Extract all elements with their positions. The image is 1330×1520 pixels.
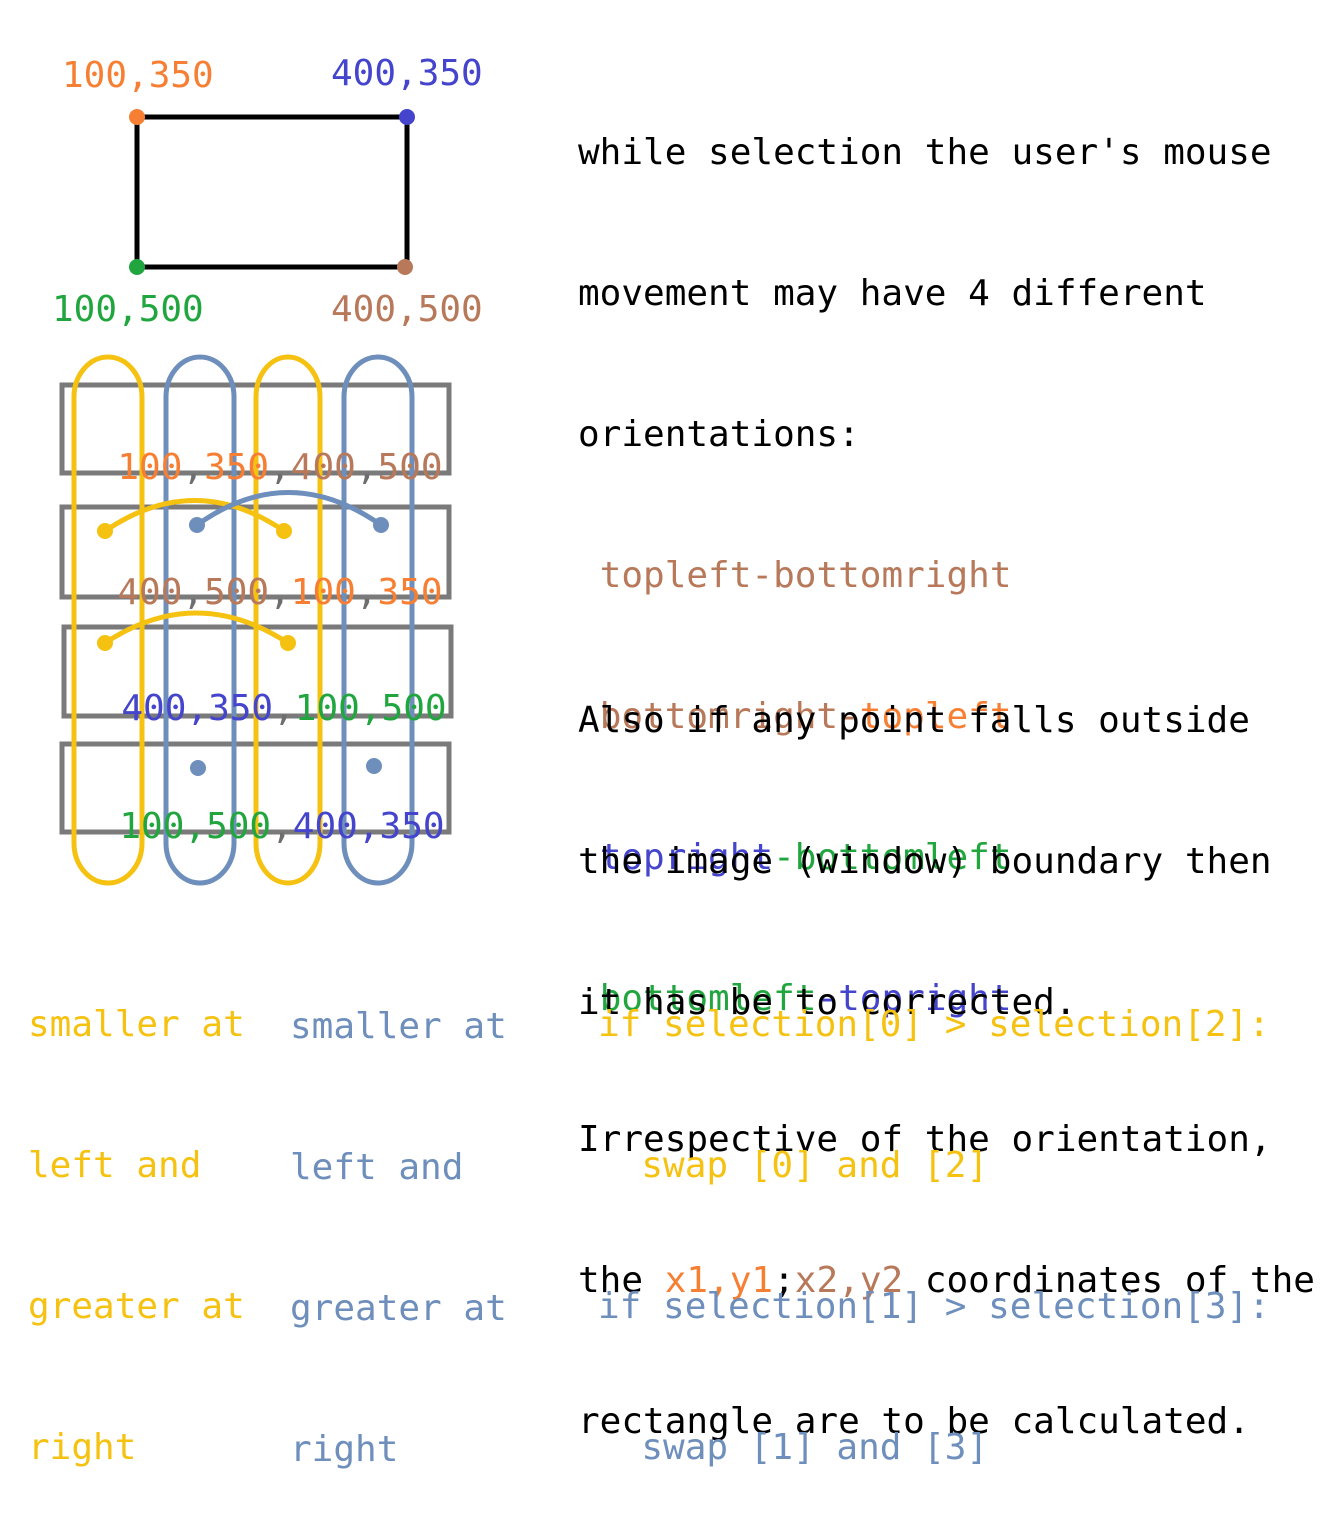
description-boundary: Also if any point falls outside the imag…	[578, 603, 1272, 1073]
coord-row-3: 400,350,100,500	[78, 655, 447, 729]
swap-dot-x2-row2	[276, 523, 292, 539]
note-line: left and	[28, 1145, 202, 1186]
comma: ,	[184, 806, 207, 847]
orientation-end: bottomleft	[794, 837, 1012, 878]
description-line: it has be to corrected.	[578, 982, 1077, 1023]
coord-y2: 500	[381, 688, 447, 729]
column-capsule-x2	[253, 354, 323, 886]
orientation-topleft-bottomright: topleft-bottomright	[578, 552, 1315, 599]
coord-x2: 400	[290, 447, 356, 488]
orientation-end: topleft	[859, 696, 1012, 737]
comma: ,	[182, 572, 205, 613]
coord-x1: 100	[119, 806, 185, 847]
column-capsule-x1	[71, 354, 145, 886]
selection-rectangle	[134, 114, 410, 270]
coord-y2: 350	[377, 572, 443, 613]
code-line: swap [0] and [2]	[598, 1145, 989, 1186]
note-line: left and	[290, 1147, 464, 1188]
note-steel: smaller at left and greater at right	[290, 909, 507, 1520]
note-line: greater at	[290, 1288, 507, 1329]
corner-label-top-left: 100,350	[62, 55, 214, 96]
diagram-canvas	[59, 109, 454, 886]
coord-x1: 400	[117, 572, 183, 613]
coord-y1: 350	[208, 688, 274, 729]
note-line: smaller at	[28, 1004, 245, 1045]
coord-row-1: 100,350,400,500	[74, 414, 443, 488]
swap-dot-x1-row3	[97, 635, 113, 651]
coord-x2: 100	[290, 572, 356, 613]
note-line: right	[28, 1427, 137, 1468]
orientation-start: topleft	[599, 555, 752, 596]
comma: ,	[273, 688, 295, 729]
orientation-sep: -	[816, 978, 839, 1019]
code-line: if selection[0] > selection[2]:	[598, 1004, 1270, 1045]
orientation-end: topright	[838, 978, 1012, 1019]
description-line: movement may have 4 different	[578, 273, 1207, 314]
column-capsule-y2	[341, 354, 415, 886]
swap-dot-x2-row3	[280, 635, 296, 651]
corner-label-bottom-right: 400,500	[331, 289, 483, 330]
corner-dot-bottom-left	[129, 259, 145, 275]
coord-y1: 500	[204, 572, 270, 613]
orientation-bottomleft-topright: bottomleft-topright	[578, 975, 1315, 1022]
comma: ,	[186, 688, 209, 729]
note-line: right	[290, 1429, 399, 1470]
comma: ,	[182, 447, 205, 488]
coord-y1: 350	[204, 447, 270, 488]
corner-dot-top-left	[129, 109, 145, 125]
description-line: orientations:	[578, 414, 860, 455]
swap-dot-y2-row2	[373, 517, 389, 533]
comma: ,	[355, 447, 378, 488]
description-line: Irrespective of the orientation,	[578, 1119, 1272, 1160]
corner-label-bottom-left: 100,500	[52, 289, 204, 330]
orientation-start: bottomright	[599, 696, 839, 737]
orientation-bottomright-topleft: bottomright-topleft	[578, 693, 1315, 740]
comma: ,	[355, 572, 378, 613]
description-line: Also if any point falls outside	[578, 700, 1250, 741]
note-yellow: smaller at left and greater at right	[28, 907, 245, 1518]
corner-dot-top-right	[399, 109, 415, 125]
no-swap-dot-y2-row4	[366, 758, 382, 774]
orientation-sep: -	[773, 837, 795, 878]
code-line: swap [1] and [3]	[598, 1427, 989, 1468]
coord-y2: 350	[379, 806, 445, 847]
orientation-sep: -	[838, 696, 860, 737]
comma: ,	[269, 572, 291, 613]
orientation-topright-bottomleft: topright-bottomleft	[578, 834, 1315, 881]
comma: ,	[357, 806, 380, 847]
coord-x2: 100	[294, 688, 360, 729]
coord-row-2: 400,500,100,350	[74, 539, 443, 613]
coord-row-4: 100,500,400,350	[76, 773, 445, 847]
swap-arc-x-row3	[103, 610, 290, 646]
comma: ,	[269, 447, 291, 488]
coord-x1: 100	[117, 447, 183, 488]
code-block: if selection[0] > selection[2]: swap [0]…	[598, 907, 1270, 1518]
no-swap-dot-y1-row4	[190, 760, 206, 776]
orientation-end: bottomright	[773, 555, 1012, 596]
swap-dot-y1-row2	[189, 517, 205, 533]
description-line: the image (window) boundary then	[578, 841, 1272, 882]
description-line: while selection the user's mouse	[578, 132, 1272, 173]
comma: ,	[271, 806, 293, 847]
swap-arc-y-row2	[195, 490, 383, 528]
orientation-sep: -	[751, 555, 774, 596]
corner-label-top-right: 400,350	[331, 53, 483, 94]
corner-dot-bottom-right	[397, 259, 413, 275]
note-line: smaller at	[290, 1006, 507, 1047]
swap-dot-x1-row2	[97, 523, 113, 539]
orientation-start: topright	[599, 837, 774, 878]
coord-y2: 500	[377, 447, 443, 488]
coord-x1: 400	[121, 688, 187, 729]
orientation-start: bottomleft	[599, 978, 817, 1019]
comma: ,	[359, 688, 382, 729]
swap-arc-x-row2	[103, 498, 286, 534]
coord-y1: 500	[206, 806, 272, 847]
note-line: greater at	[28, 1286, 245, 1327]
coord-x2: 400	[292, 806, 358, 847]
code-line: if selection[1] > selection[3]:	[598, 1286, 1270, 1327]
